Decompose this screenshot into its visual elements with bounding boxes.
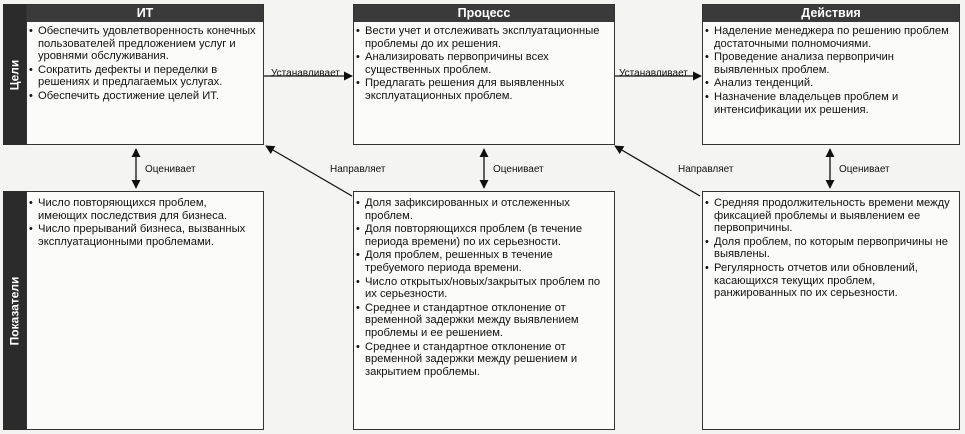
it-metrics-list: Число повторяющихся проблем, имеющих пос… xyxy=(29,197,259,248)
list-item: Доля зафиксированных и отслеженных пробл… xyxy=(356,197,610,222)
list-item: Наделение менеджера по решению проблем д… xyxy=(705,25,955,50)
process-metrics-list: Доля зафиксированных и отслеженных пробл… xyxy=(356,197,610,378)
list-item: Доля проблем, решенных в течение требуем… xyxy=(356,249,610,274)
list-item: Обеспечить удовлетворенность конечных по… xyxy=(29,25,259,63)
directs-arrow-1 xyxy=(265,145,353,197)
list-item: Назначение владельцев проблем и интенсиф… xyxy=(705,91,955,116)
list-item: Обеспечить достижение целей ИТ. xyxy=(29,90,259,103)
list-item: Число повторяющихся проблем, имеющих пос… xyxy=(29,197,259,222)
list-item: Сократить дефекты и переделки в решениях… xyxy=(29,64,259,89)
it-goals-box: ИТ Обеспечить удовлетворенность конечных… xyxy=(26,4,264,145)
list-item: Число прерываний бизнеса, вызванных эксп… xyxy=(29,223,259,248)
it-metrics-box: Число повторяющихся проблем, имеющих пос… xyxy=(26,191,264,430)
list-item: Предлагать решения для выявленных эксплу… xyxy=(356,77,610,102)
directs-arrow-2 xyxy=(614,145,701,197)
actions-metrics-box: Средняя продолжительность времени между … xyxy=(702,191,960,430)
list-item: Число открытых/новых/закрытых проблем по… xyxy=(356,276,610,301)
process-goals-list: Вести учет и отслеживать эксплуатационны… xyxy=(356,25,610,103)
actions-goals-title: Действия xyxy=(703,5,959,22)
list-item: Анализировать первопричины всех существе… xyxy=(356,51,610,76)
process-goals-title: Процесс xyxy=(354,5,614,22)
process-goals-box: Процесс Вести учет и отслеживать эксплуа… xyxy=(353,4,615,145)
evaluates-label-3: Оценивает xyxy=(839,164,890,175)
list-item: Вести учет и отслеживать эксплуатационны… xyxy=(356,25,610,50)
actions-metrics-list: Средняя продолжительность времени между … xyxy=(705,197,955,300)
list-item: Среднее и стандартное отклонение от врем… xyxy=(356,341,610,379)
it-goals-title: ИТ xyxy=(27,5,263,22)
list-item: Анализ тенденций. xyxy=(705,77,955,90)
list-item: Доля повторяющихся проблем (в течение пе… xyxy=(356,223,610,248)
goals-sidebar: Цели xyxy=(3,4,26,145)
it-goals-list: Обеспечить удовлетворенность конечных по… xyxy=(29,25,259,103)
directs-label-1: Направляет xyxy=(330,164,386,175)
list-item: Проведение анализа первопричин выявленны… xyxy=(705,51,955,76)
actions-goals-list: Наделение менеджера по решению проблем д… xyxy=(705,25,955,116)
evaluates-label-1: Оценивает xyxy=(145,164,196,175)
list-item: Средняя продолжительность времени между … xyxy=(705,197,955,235)
list-item: Среднее и стандартное отклонение от врем… xyxy=(356,302,610,340)
evaluates-label-2: Оценивает xyxy=(493,164,544,175)
directs-label-2: Направляет xyxy=(678,164,734,175)
list-item: Доля проблем, по которым первопричины не… xyxy=(705,236,955,261)
sets-label-2: Устанавливает xyxy=(619,68,688,79)
actions-goals-box: Действия Наделение менеджера по решению … xyxy=(702,4,960,145)
process-metrics-box: Доля зафиксированных и отслеженных пробл… xyxy=(353,191,615,430)
sets-label-1: Устанавливает xyxy=(271,68,340,79)
metrics-sidebar: Показатели xyxy=(3,191,26,430)
list-item: Регулярность отчетов или обновлений, кас… xyxy=(705,262,955,300)
